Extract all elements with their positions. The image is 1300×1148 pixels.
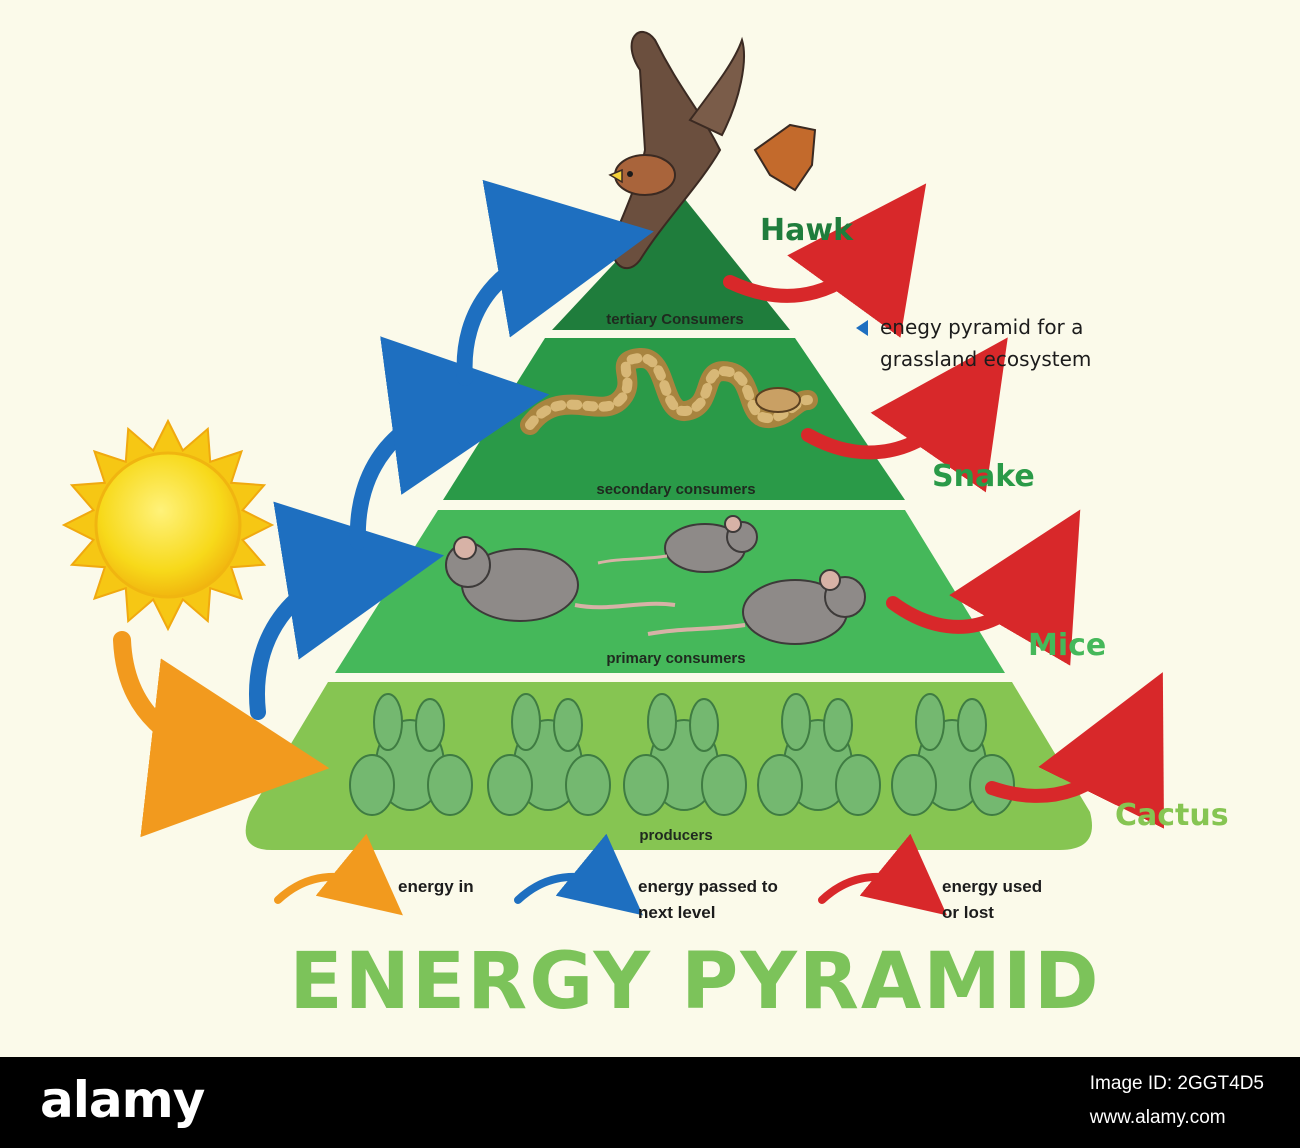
legend-lost-line-2: or lost	[942, 903, 994, 922]
footer-bar: alamy Image ID: 2GGT4D5 www.alamy.com	[0, 1057, 1300, 1148]
tier-label-secondary: secondary consumers	[596, 481, 755, 498]
blue-arrow	[349, 336, 550, 550]
footer-meta: Image ID: 2GGT4D5 www.alamy.com	[1090, 1067, 1264, 1135]
red-arrow	[801, 337, 1008, 493]
name-cactus: Cactus	[1115, 798, 1229, 833]
tier-label-producers: producers	[639, 827, 712, 844]
energy-lost-arrows	[723, 183, 1164, 829]
mouse-icon	[597, 515, 758, 573]
legend-passed-arrow	[514, 833, 643, 916]
legend-passed-line-2: next level	[638, 903, 716, 922]
mouse-icon	[647, 569, 866, 645]
cactus-icon	[487, 693, 611, 816]
blue-arrow	[456, 179, 654, 386]
note-bullet-icon	[856, 320, 868, 336]
legend-lost-line-1: energy used	[942, 877, 1042, 896]
tier-primary	[335, 510, 1005, 673]
red-arrow	[886, 509, 1081, 666]
name-snake: Snake	[932, 459, 1035, 494]
name-hawk: Hawk	[760, 213, 854, 248]
mouse-icon	[445, 536, 676, 622]
note-line-1: enegy pyramid for a	[880, 315, 1083, 339]
red-arrow	[723, 183, 927, 338]
name-mice: Mice	[1028, 628, 1106, 663]
legend-energy-in-arrow	[274, 833, 403, 916]
energy-in-arrow	[113, 631, 330, 838]
cactus-icon	[623, 693, 747, 816]
red-arrow	[985, 672, 1164, 829]
tier-label-primary: primary consumers	[606, 650, 745, 667]
tier-secondary	[443, 338, 905, 500]
energy-pyramid-diagram: tertiary Consumers secondary consumers p…	[61, 30, 1229, 1027]
mice-group	[445, 515, 866, 645]
legend-energy-in: energy in	[398, 877, 474, 896]
legend: energy in energy passed to next level en…	[274, 833, 1042, 922]
legend-passed-line-1: energy passed to	[638, 877, 778, 896]
sun-icon	[61, 418, 275, 632]
legend-lost-arrow	[818, 833, 947, 916]
brand-logo: alamy	[40, 1071, 205, 1129]
note-line-2: grassland ecosystem	[880, 347, 1091, 371]
snake-icon	[520, 348, 818, 435]
cactus-icon	[349, 693, 473, 816]
tier-label-tertiary: tertiary Consumers	[606, 311, 744, 328]
page-title: ENERGY PYRAMID	[289, 937, 1100, 1027]
image-id: Image ID: 2GGT4D5	[1089, 1073, 1264, 1094]
site-url: www.alamy.com	[1089, 1107, 1226, 1128]
cactus-icon	[757, 693, 881, 816]
